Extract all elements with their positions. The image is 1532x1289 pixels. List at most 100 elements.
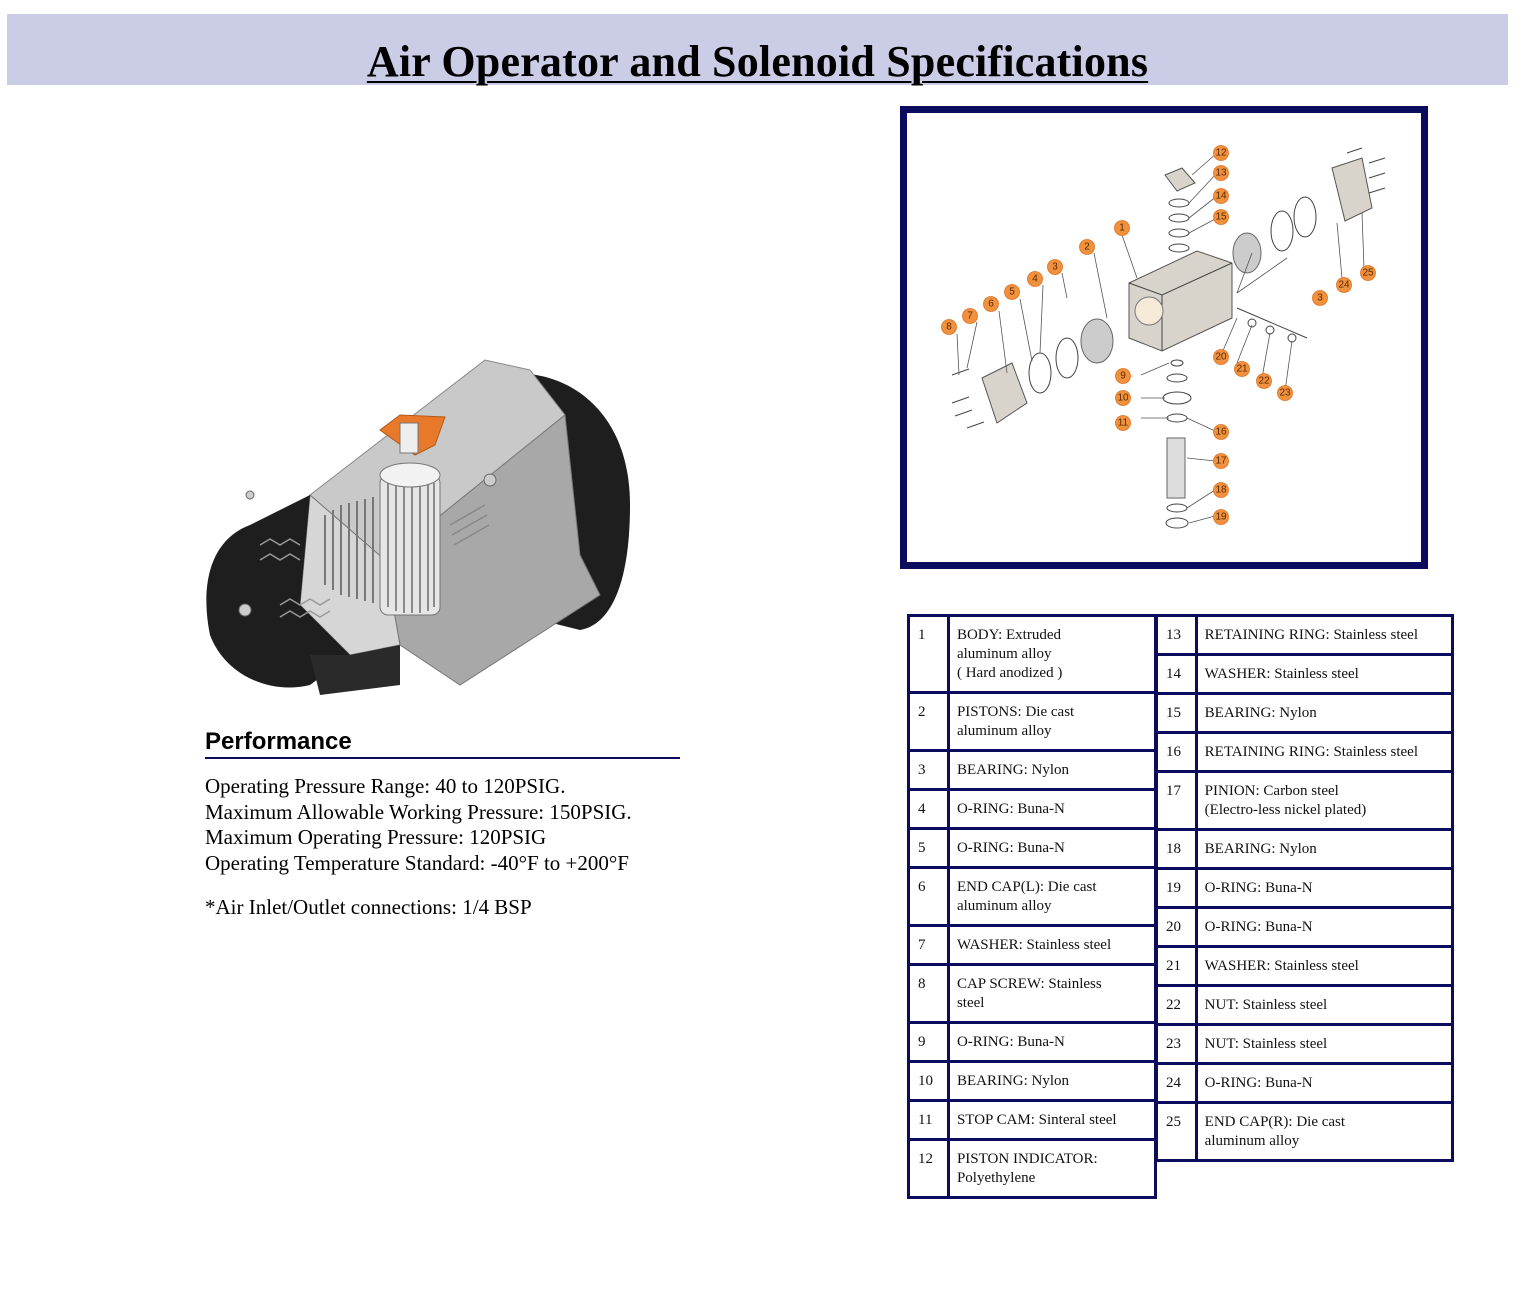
callout-18: 18 [1213,482,1229,498]
svg-text:8: 8 [946,322,952,333]
svg-text:23: 23 [1279,388,1291,399]
exploded-diagram-frame: 1 2 3 3 4 5 6 7 8 9 10 11 12 13 14 15 16… [900,106,1428,569]
callout-9: 9 [1115,368,1131,384]
callout-2: 2 [1079,239,1095,255]
callout-19: 19 [1213,509,1229,525]
svg-text:5: 5 [1009,287,1015,298]
callout-1: 1 [1114,220,1130,236]
max-operating-pressure: Maximum Operating Pressure: 120PSIG [205,825,547,849]
pinion-part [1166,437,1186,499]
callout-17: 17 [1213,453,1229,469]
air-connection-note: *Air Inlet/Outlet connections: 1/4 BSP [205,895,532,919]
svg-text:24: 24 [1338,280,1350,291]
svg-text:10: 10 [1117,393,1129,404]
performance-list: Operating Pressure Range: 40 to 120PSIG.… [205,774,632,876]
operating-temperature: Operating Temperature Standard: -40°F to… [205,850,629,875]
max-allowable-working-pressure: Maximum Allowable Working Pressure: 150P… [205,799,632,824]
right-rack [449,504,490,546]
svg-text:22: 22 [1258,376,1270,387]
callout-12: 12 [1213,145,1229,161]
callout-16: 16 [1213,424,1229,440]
callout-15: 15 [1213,209,1229,225]
svg-text:17: 17 [1215,456,1227,467]
svg-text:6: 6 [988,299,994,310]
left-end-cap [981,362,1028,424]
svg-text:20: 20 [1215,352,1227,363]
callout-24: 24 [1336,277,1352,293]
svg-text:21: 21 [1236,364,1248,375]
callout-22: 22 [1256,373,1272,389]
svg-text:18: 18 [1215,485,1227,496]
callout-4: 4 [1027,271,1043,287]
page-title: Air Operator and Solenoid Specifications [366,37,1149,86]
springs [259,538,331,618]
callout-7: 7 [962,308,978,324]
svg-text:1: 1 [1119,223,1125,234]
callout-25: 25 [1360,265,1376,281]
callout-11: 11 [1115,415,1131,431]
svg-text:15: 15 [1215,212,1227,223]
left-piston [1080,318,1114,364]
svg-text:11: 11 [1118,418,1129,429]
svg-text:2: 2 [1084,242,1090,253]
right-end-cap [1331,157,1373,222]
callout-8: 8 [941,319,957,335]
callout-13: 13 [1213,165,1229,181]
pinion-gear [379,462,441,616]
callout-23: 23 [1277,385,1293,401]
callout-10: 10 [1115,390,1131,406]
svg-text:3: 3 [1317,293,1323,304]
callout-6: 6 [983,296,999,312]
callout-20: 20 [1213,349,1229,365]
right-piston [1232,232,1262,274]
svg-text:4: 4 [1032,274,1038,285]
rack [324,497,374,603]
svg-text:12: 12 [1215,148,1227,159]
exploded-diagram: 1 2 3 3 4 5 6 7 8 9 10 11 12 13 14 15 16… [941,145,1386,529]
svg-text:19: 19 [1215,512,1227,523]
svg-text:16: 16 [1215,427,1227,438]
callout-5: 5 [1004,284,1020,300]
header-band: Air Operator and Solenoid Specifications [7,14,1508,86]
svg-text:7: 7 [967,311,973,322]
performance-heading: Performance [205,727,680,759]
svg-text:25: 25 [1362,268,1374,279]
callout-14: 14 [1213,188,1229,204]
callout-3-right: 3 [1312,290,1328,306]
svg-text:3: 3 [1052,262,1058,273]
svg-text:13: 13 [1215,168,1227,179]
actuator-illustration [206,359,630,695]
svg-text:14: 14 [1215,191,1227,202]
callout-21: 21 [1234,361,1250,377]
body-part [1128,250,1233,352]
svg-text:9: 9 [1120,371,1126,382]
operating-pressure-range: Operating Pressure Range: 40 to 120PSIG. [205,774,566,798]
callout-3-left: 3 [1047,259,1063,275]
